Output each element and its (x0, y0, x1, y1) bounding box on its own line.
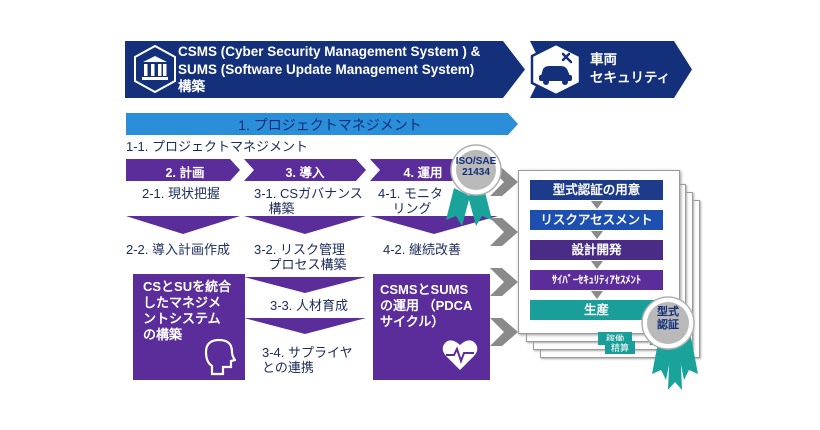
header-title-line-2: SUMS (Software Update Management System) (178, 61, 475, 77)
step-design-development: 設計開発 (530, 240, 663, 260)
iso-badge-ribbon (446, 188, 492, 226)
task-4-2: 4-2. 継続改善 (383, 242, 462, 257)
iso-badge-text: ISO/SAE 21434 (448, 156, 504, 178)
building-icon (134, 44, 176, 94)
heart-pulse-icon (442, 340, 478, 370)
operation-box (373, 274, 490, 380)
header-title-line-3: 構築 (178, 79, 205, 94)
phase-plan: 2. 計画 (165, 166, 205, 180)
project-management-item: 1-1. プロジェクトマネジメント (126, 139, 309, 154)
step-cybersecurity-assessment: ｻｲﾊﾞｰｾｷｭﾘﾃｨｱｾｽﾒﾝﾄ (530, 270, 663, 290)
phase-operate: 4. 運用 (403, 166, 443, 180)
operation-text: CSMSとSUMS の運用 （PDCA サイクル） (380, 282, 473, 329)
down-chevrons-row-1 (126, 216, 498, 234)
task-2-1: 2-1. 現状把握 (142, 186, 221, 201)
back-card-label-3: 精算 (605, 341, 636, 354)
step-production: 生産 (530, 300, 663, 320)
phase-introduce: 3. 導入 (285, 166, 325, 180)
down-chevron-3-3 (244, 318, 366, 334)
step-risk-assessment: リスクアセスメント (530, 210, 663, 230)
task-3-1: 3-1. CSガバナンス 構築 (254, 186, 363, 216)
vehicle-label-line-1: 車両 (590, 52, 617, 67)
task-3-2: 3-2. リスク管理 プロセス構築 (254, 242, 347, 272)
type-cert-seal (641, 296, 695, 350)
integrated-system-text: CSとSUを統合 したマネジメ ントシステム の構築 (143, 279, 232, 342)
car-wrench-icon (530, 42, 582, 97)
project-management-bar-label: 1. プロジェクトマネジメント (238, 117, 422, 133)
type-cert-text: 型式 認証 (640, 306, 696, 332)
iso-badge-line-1: ISO/SAE (455, 156, 497, 167)
header-title: CSMS (Cyber Security Management System )… (178, 43, 480, 96)
task-3-4: 3-4. サプライヤ との連携 (262, 345, 353, 375)
task-4-1: 4-1. モニタ リング (378, 186, 444, 216)
down-chevron-3-2 (244, 277, 366, 293)
step-type-cert-prep: 型式認証の用意 (530, 180, 663, 200)
type-cert-line-2: 認証 (657, 319, 679, 331)
type-cert-line-1: 型式 (657, 306, 679, 318)
step-down-arrows (591, 201, 603, 299)
vehicle-label-line-2: セキュリティ (590, 70, 671, 85)
project-management-bar (126, 113, 518, 135)
iso-badge-line-2: 21434 (462, 167, 490, 178)
task-2-2: 2-2. 導入計画作成 (126, 242, 231, 257)
iso-badge-seal (450, 144, 502, 196)
person-head-icon (204, 338, 236, 376)
phase-arrows (126, 159, 498, 181)
header-title-line-1: CSMS (Cyber Security Management System )… (178, 44, 481, 59)
vehicle-security-label: 車両 セキュリティ (590, 51, 670, 87)
integrated-system-box (133, 274, 245, 380)
task-3-3: 3-3. 人材育成 (270, 298, 349, 313)
header-arrow (125, 41, 525, 98)
